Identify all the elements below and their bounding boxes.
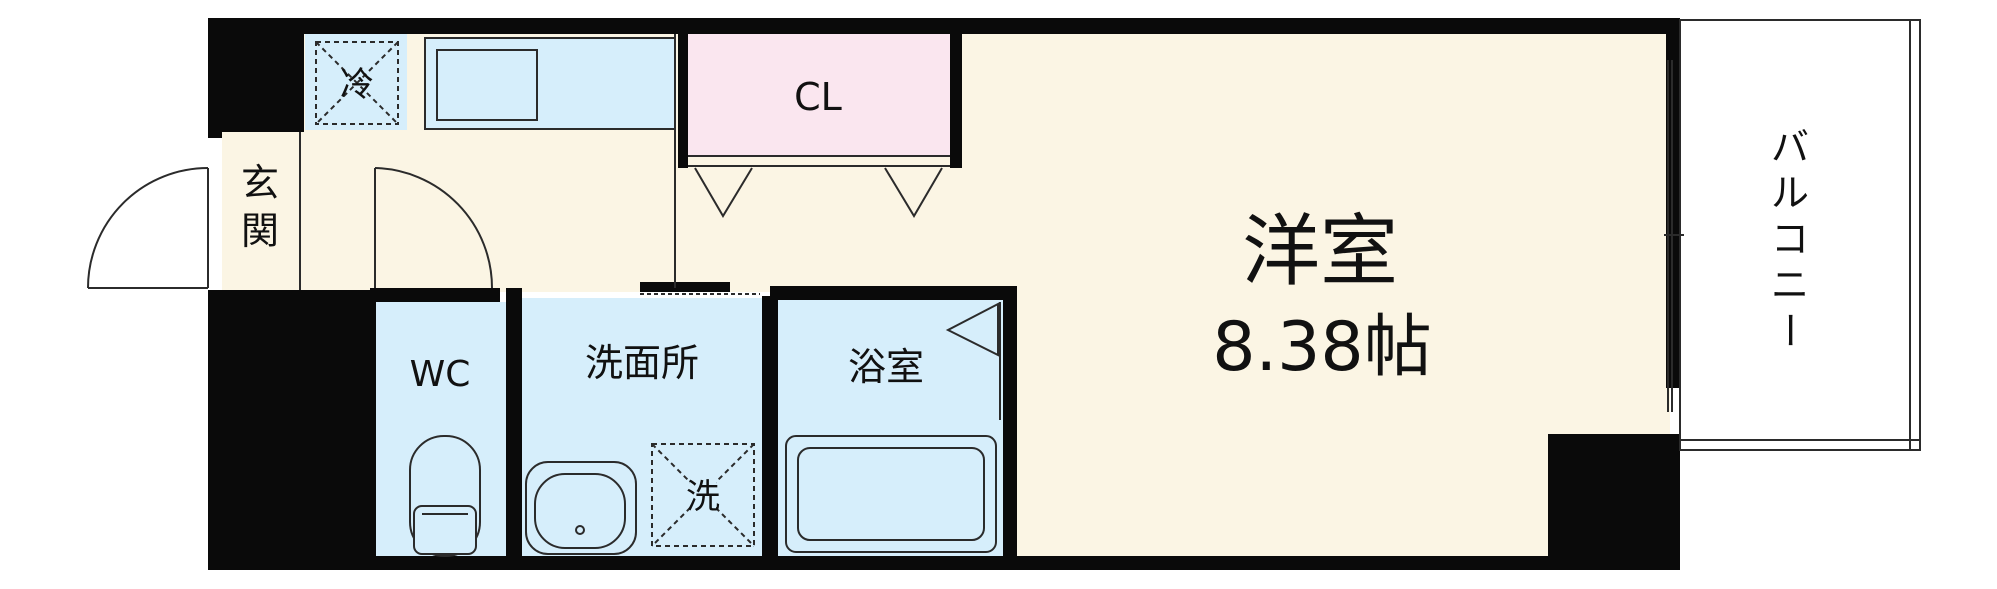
- toilet-door[interactable]: [374, 167, 493, 289]
- fridge-label: 冷: [340, 65, 374, 105]
- entrance-floor: [222, 132, 302, 290]
- kitchen-sink: [436, 49, 538, 121]
- closet-label: CL: [794, 75, 842, 119]
- entrance-door[interactable]: [87, 167, 209, 289]
- washing-machine-label: 洗: [686, 477, 720, 517]
- washroom-label: 洗面所: [585, 341, 699, 385]
- entrance-label-2: 関: [241, 209, 279, 253]
- western-room-name: 洋室: [1242, 207, 1398, 297]
- kitchen-counter: [424, 37, 676, 130]
- bathroom-label: 浴室: [848, 345, 924, 389]
- bathtub: [785, 435, 997, 553]
- balcony-label-1: バ: [1771, 125, 1809, 169]
- balcony-label-5: ー: [1767, 311, 1811, 349]
- closet-doors: [694, 167, 943, 218]
- closet: [688, 32, 950, 156]
- balcony-label-2: ル: [1771, 171, 1809, 215]
- western-room-size: 8.38帖: [1212, 308, 1431, 387]
- balcony-label-4: ニ: [1771, 263, 1809, 307]
- balcony: [1664, 19, 1921, 451]
- toilet-label: WC: [410, 354, 471, 395]
- toilet-fixture: [409, 435, 481, 557]
- fridge-marker: [315, 41, 399, 125]
- balcony-label-3: コ: [1771, 217, 1809, 261]
- washbasin: [525, 461, 637, 555]
- entrance-label-1: 玄: [241, 161, 279, 205]
- bath-vent-mark: [945, 302, 999, 357]
